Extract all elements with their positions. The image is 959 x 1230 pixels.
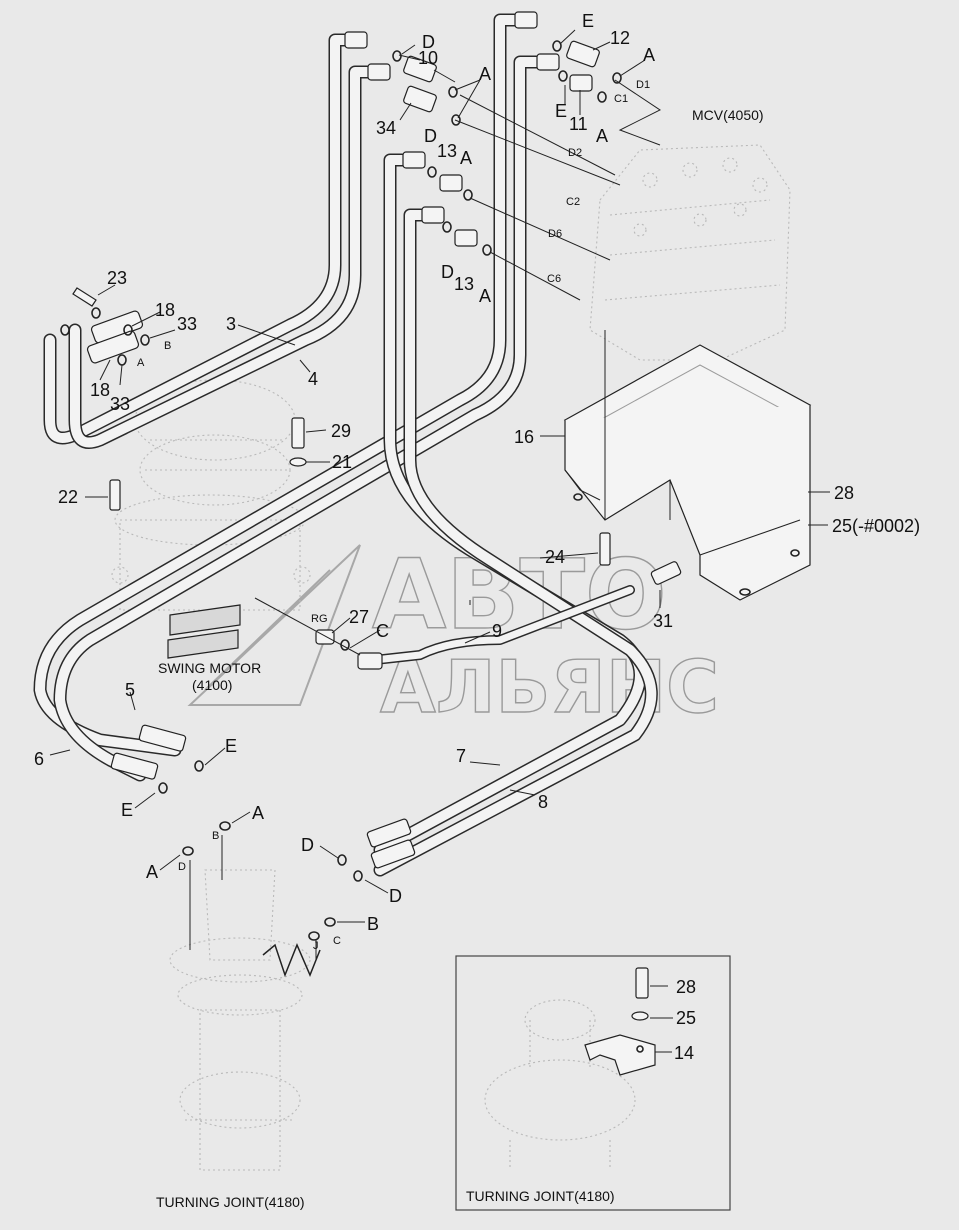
port-e-top: E — [582, 11, 594, 31]
bolt-24 — [599, 532, 611, 566]
callout-31: 31 — [653, 611, 673, 631]
callout-28-inset: 28 — [676, 977, 696, 997]
callout-34: 34 — [376, 118, 396, 138]
swing-motor-plate — [167, 604, 241, 659]
callout-18b: 18 — [90, 380, 110, 400]
label-b-tj: B — [212, 830, 219, 842]
callout-21: 21 — [332, 452, 352, 472]
callout-13a: 13 — [437, 141, 457, 161]
flange-18b — [86, 330, 140, 364]
label-c2: C2 — [566, 196, 580, 208]
callout-28: 28 — [834, 483, 854, 503]
label-d-tj: D — [178, 861, 186, 873]
caption-turning-joint: TURNING JOINT(4180) — [156, 1194, 305, 1210]
callout-7: 7 — [456, 746, 466, 766]
inset-turning-joint-ghost — [484, 999, 636, 1170]
caption-swing-motor: SWING MOTOR — [158, 660, 261, 676]
washer-21 — [289, 457, 307, 467]
callout-3: 3 — [226, 314, 236, 334]
caption-swing-motor-code: (4100) — [192, 677, 232, 693]
port-a-13: A — [460, 148, 472, 168]
washer-25-inset — [631, 1011, 649, 1021]
port-letters: D A E A E A D A D A C E E A A D D B — [121, 11, 655, 934]
fitting-11 — [569, 74, 593, 92]
port-d-13: D — [424, 126, 437, 146]
callout-33b: 33 — [110, 394, 130, 414]
callout-16: 16 — [514, 427, 534, 447]
captions: MCV(4050) SWING MOTOR (4100) TURNING JOI… — [156, 107, 764, 1210]
label-d2: D2 — [568, 147, 582, 159]
bolt-29 — [291, 417, 305, 449]
turning-joint-ghost — [169, 869, 311, 1171]
pin-22 — [109, 479, 121, 511]
leader-lines — [49, 29, 830, 1053]
port-e-hose5: E — [225, 736, 237, 756]
callout-18a: 18 — [155, 300, 175, 320]
caption-mcv: MCV(4050) — [692, 107, 764, 123]
fitting-12 — [566, 40, 600, 68]
port-a-top: A — [479, 64, 491, 84]
port-d-13b: D — [441, 262, 454, 282]
fitting-34 — [403, 85, 437, 113]
callout-11: 11 — [569, 114, 588, 134]
label-rg: RG — [311, 613, 328, 625]
port-d-tj2: D — [389, 886, 402, 906]
watermark-line2: АЛЬЯНС — [380, 645, 719, 729]
fitting-31 — [650, 561, 682, 585]
bracket-16 — [563, 344, 812, 601]
callout-27: 27 — [349, 607, 369, 627]
callout-12: 12 — [610, 28, 630, 48]
label-j: J — [313, 940, 319, 952]
callout-10: 10 — [418, 48, 438, 68]
callout-13b: 13 — [454, 274, 474, 294]
lock-plate-14 — [584, 1034, 656, 1076]
mcv-ghost — [589, 144, 791, 361]
callout-6: 6 — [34, 749, 44, 769]
screw-23 — [72, 287, 97, 307]
callout-4: 4 — [308, 369, 318, 389]
small-labels: D1 C1 D2 C2 D6 C6 A B RG B D J C — [137, 79, 650, 952]
label-c1: C1 — [614, 93, 628, 105]
fitting-13a — [439, 174, 463, 192]
callout-23: 23 — [107, 268, 127, 288]
callout-5: 5 — [125, 680, 135, 700]
label-c6: C6 — [547, 273, 561, 285]
callout-25: 25(-#0002) — [832, 516, 920, 536]
callout-9: 9 — [492, 621, 502, 641]
port-a-top2: A — [643, 45, 655, 65]
fitting-10 — [403, 55, 437, 83]
port-a-13b: A — [479, 286, 491, 306]
port-e-hose6: E — [121, 800, 133, 820]
port-e-mid: E — [555, 101, 567, 121]
port-b-tj: B — [367, 914, 379, 934]
label-b-small: B — [164, 340, 171, 352]
fittings — [72, 11, 807, 1021]
callout-29: 29 — [331, 421, 351, 441]
label-a-small: A — [137, 357, 145, 369]
callout-25-inset: 25 — [676, 1008, 696, 1028]
callout-22: 22 — [58, 487, 78, 507]
hose-lines — [33, 13, 658, 877]
inset-box — [455, 955, 731, 1211]
watermark-logo — [187, 544, 361, 706]
port-d-top: D — [422, 32, 435, 52]
label-d6: D6 — [548, 228, 562, 240]
label-d1: D1 — [636, 79, 650, 91]
port-a-tj: A — [252, 803, 264, 823]
port-a-tj2: A — [146, 862, 158, 882]
bolt-28-inset — [635, 967, 649, 999]
port-a-mid: A — [596, 126, 608, 146]
port-d-tj: D — [301, 835, 314, 855]
callout-8: 8 — [538, 792, 548, 812]
port-c-27: C — [376, 621, 389, 641]
callout-numbers: 10 34 12 11 13 13 23 18 33 18 33 3 4 29 … — [34, 28, 920, 1063]
callout-14: 14 — [674, 1043, 694, 1063]
caption-turning-joint-inset: TURNING JOINT(4180) — [466, 1188, 615, 1204]
callout-24: 24 — [545, 547, 565, 567]
fitting-13b — [454, 229, 478, 247]
callout-33a: 33 — [177, 314, 197, 334]
label-c-tj: C — [333, 935, 341, 947]
